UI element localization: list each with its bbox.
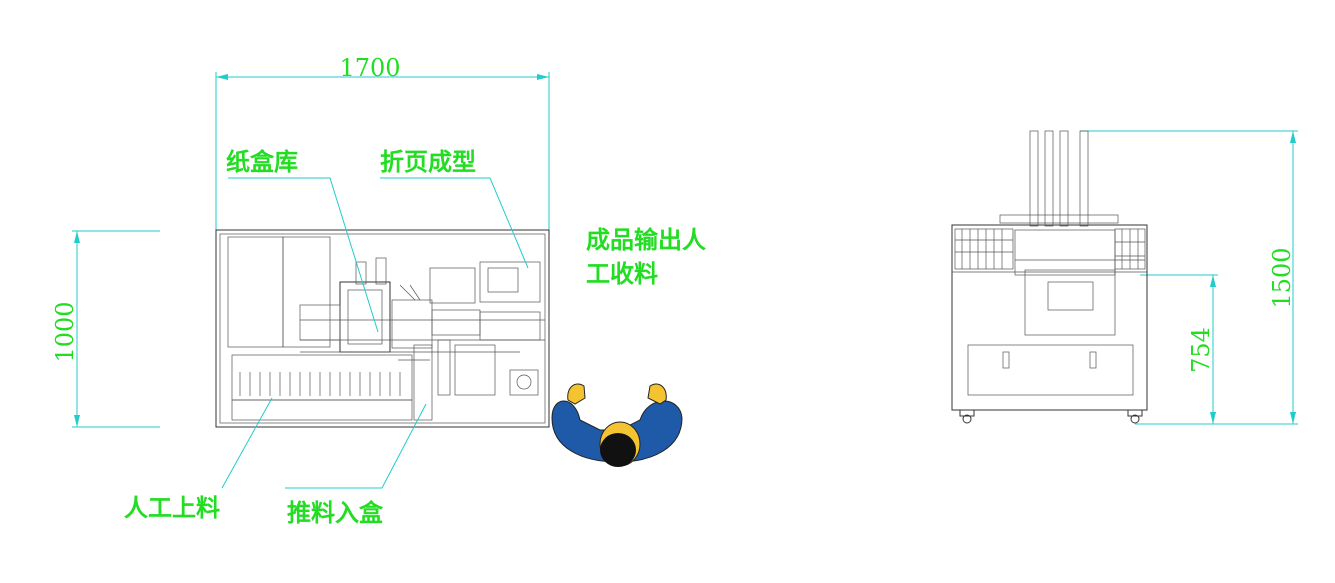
left-guard-mesh	[955, 229, 1013, 269]
label-output-line1: 成品输出人	[586, 226, 706, 254]
dimension-length: 1700	[215, 54, 550, 230]
dim-length-text: 1700	[339, 54, 400, 82]
label-manual-loading: 人工上料	[124, 494, 220, 522]
dimension-height: 1500	[1080, 130, 1298, 425]
dim-width-text: 1000	[51, 301, 79, 362]
feeding-slots	[239, 372, 401, 396]
label-carton-magazine: 纸盒库	[226, 148, 298, 176]
label-push-into-box: 推料入盒	[287, 499, 384, 527]
machine-top-view	[215, 229, 550, 428]
label-page-folding: 折页成型	[380, 148, 476, 176]
dimension-width: 1000	[51, 230, 160, 428]
label-output-line2: 工收料	[586, 260, 658, 288]
machine-side-view	[951, 130, 1148, 424]
dim-table-height-text: 754	[1187, 327, 1215, 373]
operator-figure	[551, 383, 683, 467]
right-guard-mesh	[1115, 229, 1145, 269]
dim-height-text: 1500	[1268, 247, 1296, 308]
dimension-table-height: 754	[1140, 274, 1218, 424]
leader-lines	[221, 177, 529, 489]
